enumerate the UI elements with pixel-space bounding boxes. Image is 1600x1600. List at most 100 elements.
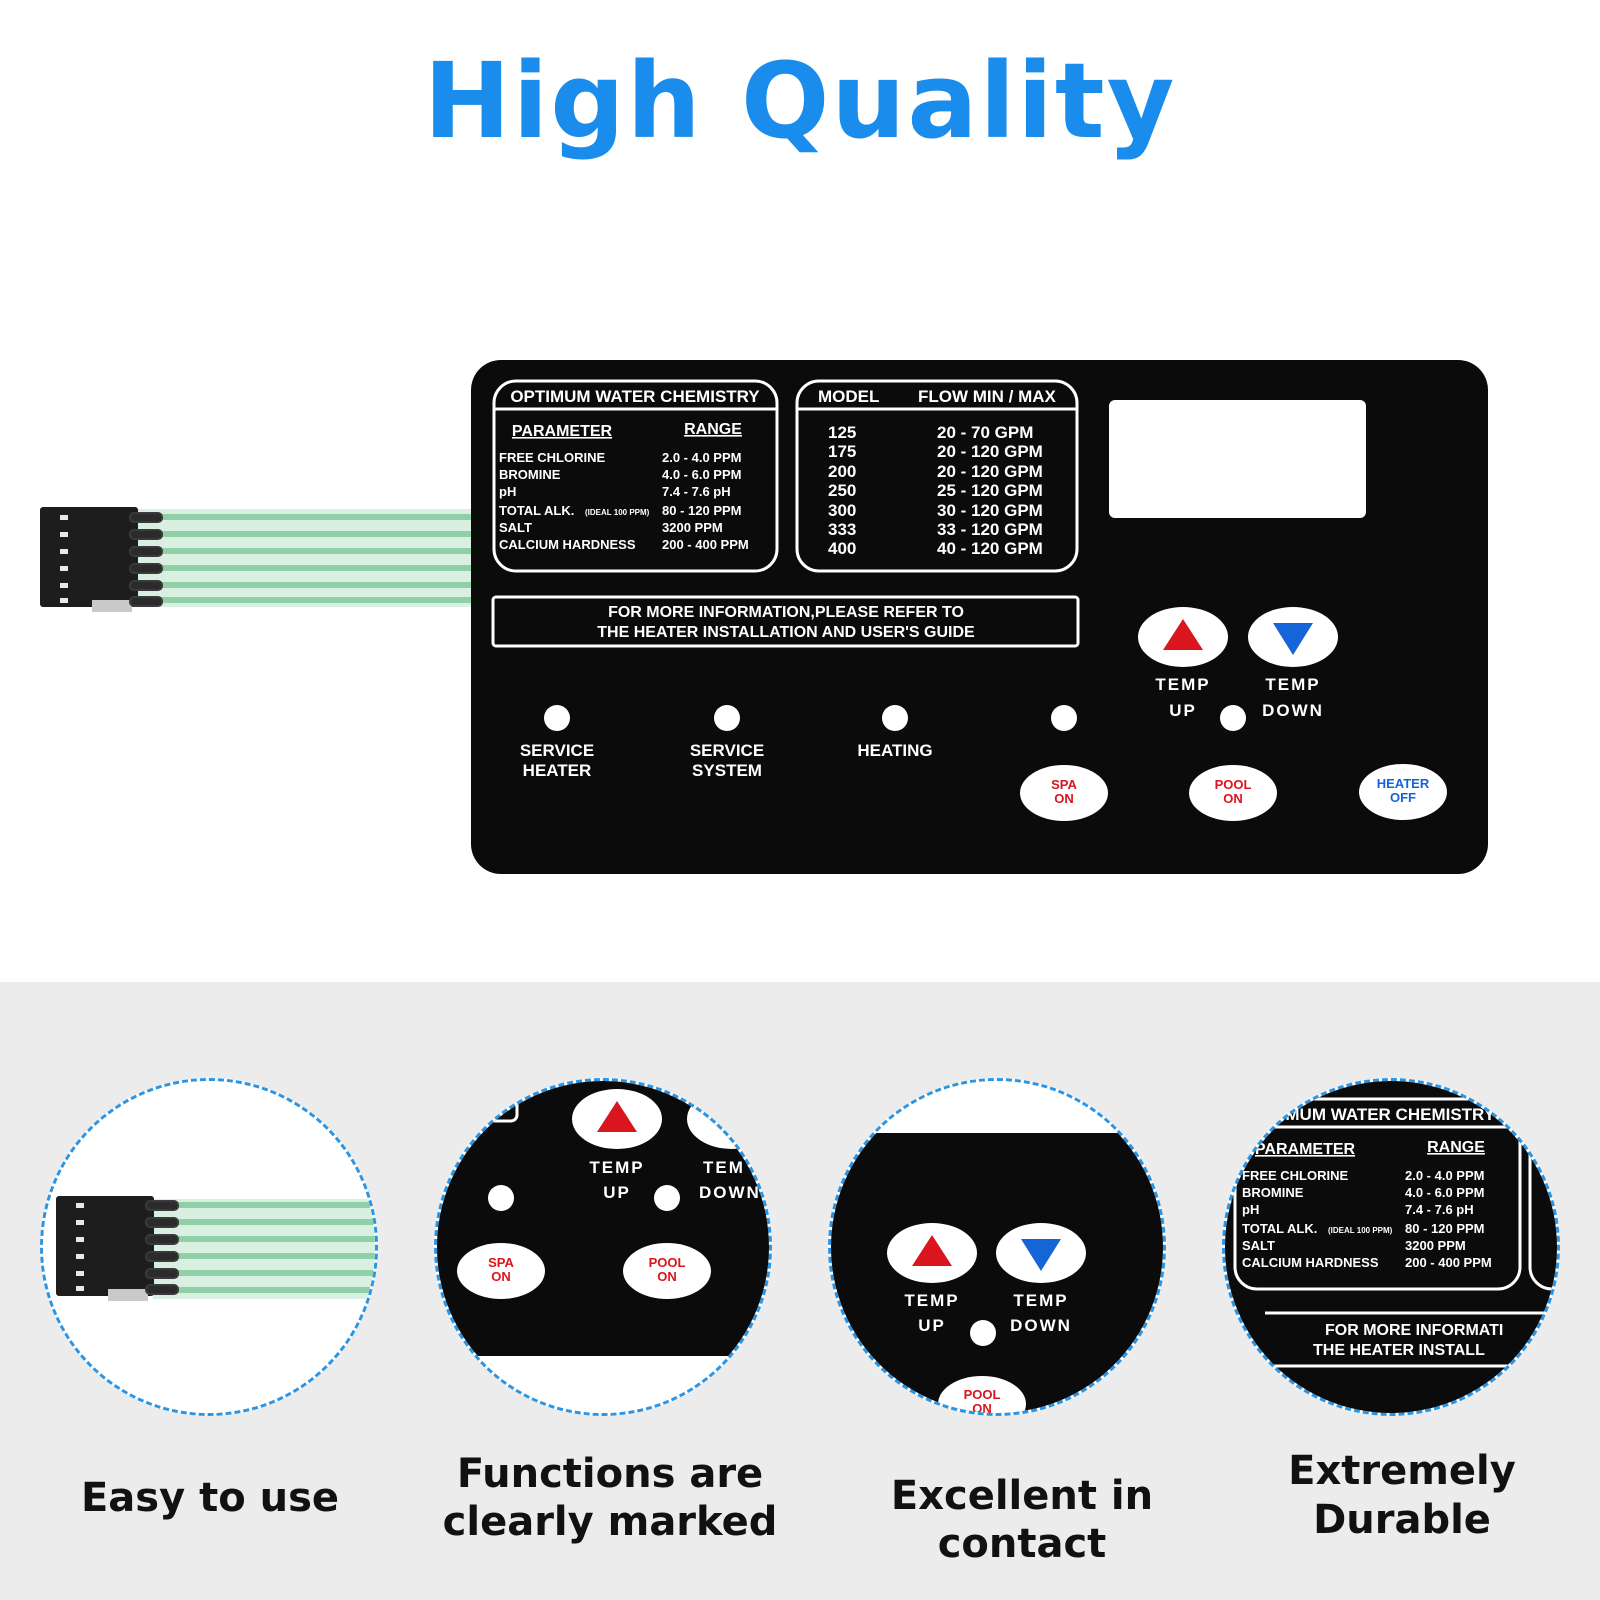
chem-param: FREE CHLORINE bbox=[1242, 1168, 1349, 1183]
chem-range: 200 - 400 PPM bbox=[662, 537, 749, 552]
chem-param: FREE CHLORINE bbox=[499, 450, 606, 465]
flow-range: 20 - 120 GPM bbox=[937, 442, 1043, 461]
parameter-header: PARAMETER bbox=[512, 423, 613, 440]
temp-up-label-2: UP bbox=[603, 1183, 631, 1202]
service-system-led bbox=[714, 705, 740, 731]
pool-on-label-1: POOL bbox=[964, 1387, 1001, 1402]
chem-range: 2.0 - 4.0 PPM bbox=[1405, 1168, 1484, 1183]
chem-param: TOTAL ALK. bbox=[499, 503, 574, 518]
ribbon-cable bbox=[135, 509, 475, 607]
info-box: FOR MORE INFORMATION,PLEASE REFER TO THE… bbox=[491, 595, 1080, 648]
pool-on-button[interactable]: POOL ON bbox=[938, 1376, 1026, 1416]
up-arrow-icon bbox=[912, 1235, 952, 1266]
info-line-1: FOR MORE INFORMATI bbox=[1325, 1322, 1503, 1339]
service-heater-label-2: HEATER bbox=[523, 761, 592, 780]
temp-up-button[interactable] bbox=[887, 1223, 977, 1283]
pool-led bbox=[970, 1320, 996, 1346]
heating-led bbox=[882, 705, 908, 731]
flow-model: 250 bbox=[828, 481, 856, 500]
pool-led bbox=[1220, 705, 1246, 731]
temp-up-label-2: UP bbox=[918, 1316, 946, 1335]
temp-up-label-1: TEMP bbox=[1155, 675, 1210, 694]
chem-param: CALCIUM HARDNESS bbox=[499, 537, 636, 552]
chem-range: 4.0 - 6.0 PPM bbox=[1405, 1185, 1484, 1200]
temp-down-label-2: DOWN bbox=[1262, 701, 1324, 720]
chem-param: TOTAL ALK. bbox=[1242, 1221, 1317, 1236]
caption-excellent-in-contact: Excellent in contact bbox=[890, 1473, 1154, 1567]
chem-range: 3200 PPM bbox=[662, 520, 723, 535]
spa-on-label-2: ON bbox=[1054, 791, 1074, 806]
chem-range: 80 - 120 PPM bbox=[1405, 1221, 1485, 1236]
pool-on-label-1: POOL bbox=[649, 1255, 686, 1270]
heater-off-label-1: HEATER bbox=[1377, 776, 1430, 791]
zoom-connector-circle bbox=[40, 1078, 378, 1416]
spa-on-label-1: SPA bbox=[488, 1255, 514, 1270]
down-arrow-icon bbox=[1021, 1239, 1061, 1271]
chem-note: (IDEAL 100 PPM) bbox=[1328, 1226, 1393, 1235]
zoom-chemistry-circle: PTIMUM WATER CHEMISTRY PARAMETER RANGE F… bbox=[1222, 1078, 1560, 1416]
flow-range: 33 - 120 GPM bbox=[937, 520, 1043, 539]
flow-range: 20 - 70 GPM bbox=[937, 423, 1033, 442]
temp-up-label-1: TEMP bbox=[589, 1158, 644, 1177]
pool-on-label-1: POOL bbox=[1215, 777, 1252, 792]
chem-range: 3200 PPM bbox=[1405, 1238, 1466, 1253]
chem-param: pH bbox=[1242, 1202, 1259, 1217]
model-header: MODEL bbox=[818, 387, 879, 406]
zoom-buttons-circle: TEMP UP TEM DOWN SPA ON POOL ON bbox=[434, 1078, 772, 1416]
temp-down-button[interactable] bbox=[996, 1223, 1086, 1283]
caption-durable-line-1: Extremely bbox=[1288, 1448, 1516, 1494]
flow-model: 125 bbox=[828, 423, 856, 442]
spa-on-button[interactable]: SPA ON bbox=[1020, 765, 1108, 821]
flow-model: 400 bbox=[828, 539, 856, 558]
chem-range: 2.0 - 4.0 PPM bbox=[662, 450, 741, 465]
flow-model: 175 bbox=[828, 442, 856, 461]
flow-model: 300 bbox=[828, 501, 856, 520]
info-line-1: FOR MORE INFORMATION,PLEASE REFER TO bbox=[608, 604, 964, 621]
flow-range: 20 - 120 GPM bbox=[937, 462, 1043, 481]
flow-range: 25 - 120 GPM bbox=[937, 481, 1043, 500]
caption-durable-line-2: Durable bbox=[1313, 1497, 1491, 1543]
parameter-header: PARAMETER bbox=[1255, 1141, 1356, 1158]
chem-param: BROMINE bbox=[499, 467, 561, 482]
range-header: RANGE bbox=[1427, 1139, 1485, 1156]
temp-down-label-2: DOWN bbox=[1010, 1316, 1072, 1335]
flow-table: MODEL FLOW MIN / MAX 125 20 - 70 GPM 175… bbox=[795, 379, 1079, 573]
chemistry-table: OPTIMUM WATER CHEMISTRY PARAMETER RANGE … bbox=[492, 379, 779, 573]
heating-label: HEATING bbox=[857, 741, 932, 760]
spa-on-button[interactable]: SPA ON bbox=[457, 1243, 545, 1299]
spa-led bbox=[1051, 705, 1077, 731]
flow-model: 333 bbox=[828, 520, 856, 539]
chem-param: pH bbox=[499, 484, 516, 499]
chemistry-title: PTIMUM WATER CHEMISTRY bbox=[1259, 1105, 1496, 1124]
down-arrow-icon bbox=[1273, 623, 1313, 655]
temp-down-label-2: DOWN bbox=[699, 1183, 761, 1202]
info-line-2: THE HEATER INSTALL bbox=[1313, 1342, 1485, 1359]
chem-note: (IDEAL 100 PPM) bbox=[585, 508, 650, 517]
chemistry-title: OPTIMUM WATER CHEMISTRY bbox=[510, 387, 760, 406]
pool-on-button[interactable]: POOL ON bbox=[623, 1243, 711, 1299]
caption-functions-line-1: Functions are bbox=[456, 1451, 764, 1497]
info-line-2: THE HEATER INSTALLATION AND USER'S GUIDE bbox=[597, 624, 975, 641]
chem-range: 4.0 - 6.0 PPM bbox=[662, 467, 741, 482]
flow-header: FLOW MIN / MAX bbox=[918, 387, 1057, 406]
flow-model: 200 bbox=[828, 462, 856, 481]
temp-up-label-2: UP bbox=[1169, 701, 1197, 720]
pool-on-button[interactable]: POOL ON bbox=[1189, 765, 1277, 821]
chem-range: 80 - 120 PPM bbox=[662, 503, 742, 518]
temp-down-button[interactable] bbox=[1248, 607, 1338, 667]
pool-on-label-2: ON bbox=[1223, 791, 1243, 806]
temp-up-button[interactable] bbox=[1138, 607, 1228, 667]
flow-range: 40 - 120 GPM bbox=[937, 539, 1043, 558]
temp-down-label-1: TEMP bbox=[1013, 1291, 1068, 1310]
service-system-label-2: SYSTEM bbox=[692, 761, 762, 780]
temp-up-button[interactable] bbox=[572, 1089, 662, 1149]
pool-on-label-2: ON bbox=[657, 1269, 677, 1284]
heater-off-button[interactable]: HEATER OFF bbox=[1359, 764, 1447, 820]
spa-led bbox=[488, 1185, 514, 1211]
heater-off-label-2: OFF bbox=[1390, 790, 1416, 805]
up-arrow-icon bbox=[597, 1101, 637, 1132]
caption-easy-to-use: Easy to use bbox=[80, 1475, 340, 1521]
spa-on-label-2: ON bbox=[491, 1269, 511, 1284]
range-header: RANGE bbox=[684, 421, 742, 438]
service-heater-label-1: SERVICE bbox=[520, 741, 594, 760]
